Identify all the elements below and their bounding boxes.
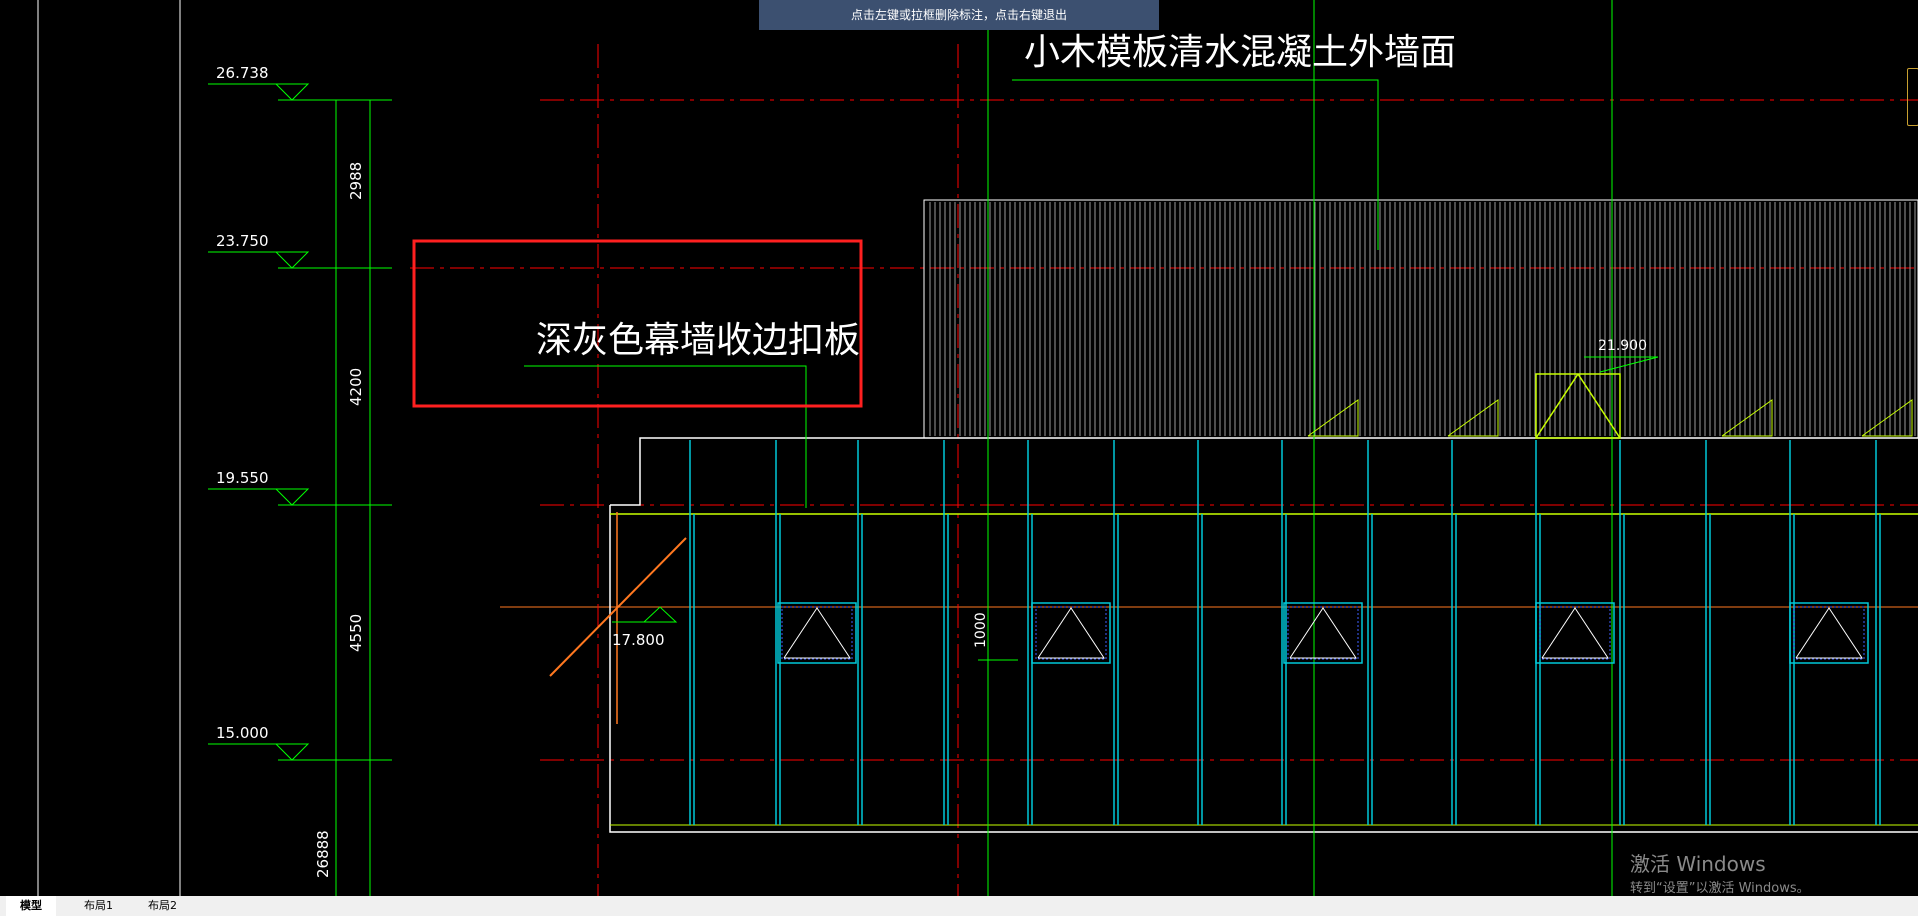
dimension-label: 1000	[973, 612, 989, 648]
elevation-label: 19.550	[216, 469, 269, 487]
highlight-box[interactable]	[412, 239, 863, 408]
tab-layout1[interactable]: 布局1	[84, 899, 113, 912]
cad-drawing-canvas[interactable]: 小木模板清水混凝土外墙面 深灰色幕墙收边扣板 26.738 23.750 19.…	[0, 0, 1918, 896]
windows-activation-watermark: 激活 Windows 转到“设置”以激活 Windows。	[1630, 848, 1810, 896]
roof-vents	[1307, 399, 1913, 437]
annotation-title-wall[interactable]: 小木模板清水混凝土外墙面	[1024, 32, 1456, 73]
section-cut-line	[549, 537, 687, 677]
command-tooltip: 点击左键或拉框删除标注，点击右键退出	[759, 0, 1159, 30]
roof-outline	[610, 437, 1918, 506]
dimension-label: 26888	[314, 830, 332, 878]
leader-line-wall	[1012, 79, 1379, 250]
dimension-label: 4550	[347, 614, 365, 652]
axis-lines-horizontal	[410, 99, 1918, 761]
axis-lines-vertical	[597, 44, 959, 896]
elevation-label: 26.738	[216, 64, 269, 82]
tab-model[interactable]: 模型	[6, 896, 56, 916]
leader-line-panel	[524, 365, 807, 508]
facade-hatch-panel	[923, 199, 1918, 439]
base-outline	[609, 505, 1918, 833]
scrollbar-handle[interactable]	[1907, 68, 1918, 126]
vent-box	[1535, 373, 1621, 439]
layout-tab-bar: 模型 布局1 布局2	[0, 896, 1918, 916]
elevation-dimension-chain	[278, 99, 392, 896]
curtain-wall-mullions	[689, 440, 1881, 825]
watermark-line1: 激活 Windows	[1630, 852, 1766, 876]
elevation-label: 15.000	[216, 724, 269, 742]
window-openings	[777, 602, 1869, 664]
elevation-label: 23.750	[216, 232, 269, 250]
grid-green-verticals	[987, 0, 1613, 896]
tab-layout2[interactable]: 布局2	[148, 899, 177, 912]
elevation-label: 21.900	[1598, 338, 1647, 354]
elevation-label: 17.800	[612, 631, 665, 649]
elevation-markers	[208, 83, 1659, 761]
annotation-title-panel[interactable]: 深灰色幕墙收边扣板	[536, 320, 860, 361]
watermark-line2: 转到“设置”以激活 Windows。	[1630, 881, 1810, 896]
dimension-label: 4200	[347, 368, 365, 406]
dimension-label: 2988	[347, 162, 365, 200]
